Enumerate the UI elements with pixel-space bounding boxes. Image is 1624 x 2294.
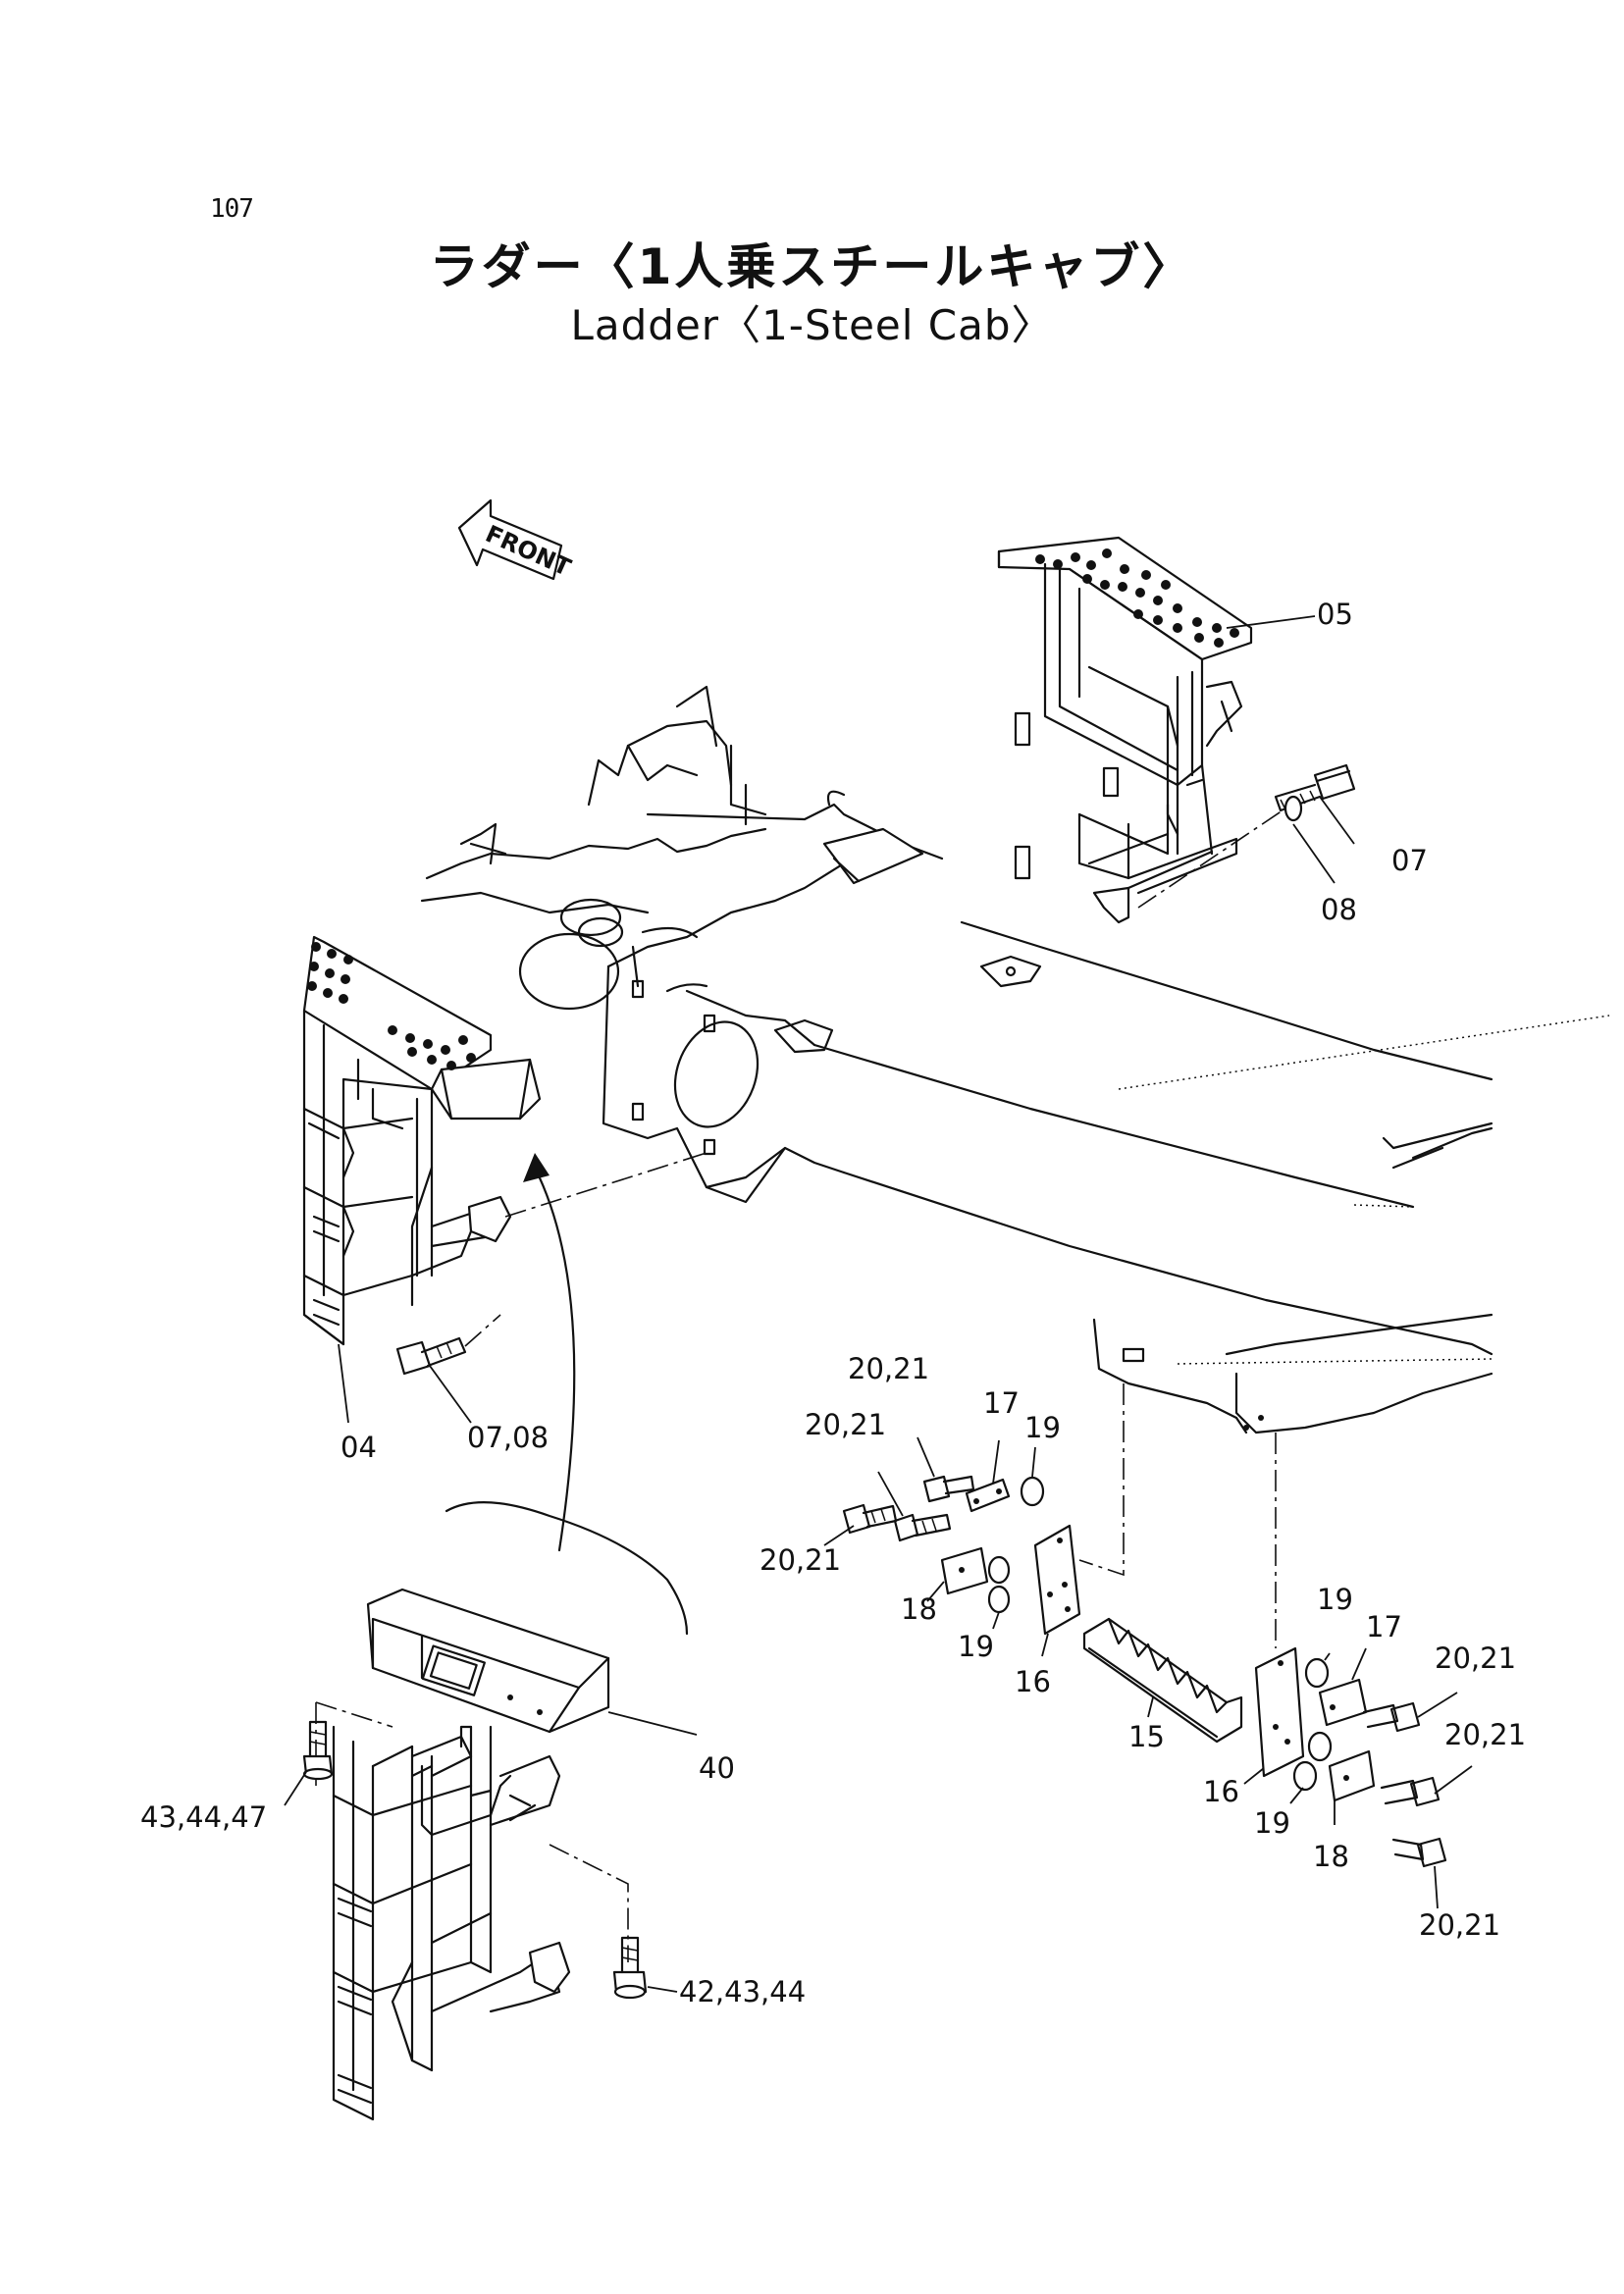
leader-lines	[284, 615, 1473, 1993]
callout-07-08: 07,08	[467, 1421, 549, 1454]
callout-04: 04	[341, 1431, 377, 1464]
callout-19-c: 19	[1317, 1583, 1353, 1616]
bolt-434447	[302, 1720, 334, 1781]
callout-17-a: 17	[983, 1386, 1020, 1420]
callout-20-21-a: 20,21	[848, 1352, 929, 1385]
callout-19-a: 19	[1024, 1411, 1061, 1444]
callout-19-b: 19	[958, 1630, 994, 1663]
callout-43-44-47: 43,44,47	[140, 1800, 267, 1834]
front-arrow-label: FRONT	[482, 520, 576, 582]
bolt-424344	[612, 1936, 648, 2000]
callout-15: 15	[1128, 1720, 1165, 1753]
step-bracket-hardware	[842, 1383, 1447, 1868]
callout-42-43-44: 42,43,44	[679, 1975, 806, 2008]
callout-18-b: 18	[1313, 1840, 1349, 1873]
page-number: 107	[210, 194, 254, 224]
callout-18-a: 18	[901, 1592, 937, 1626]
ladder-05	[997, 536, 1253, 924]
front-arrow-icon: FRONT	[457, 498, 576, 582]
callout-20-21-d: 20,21	[1435, 1642, 1516, 1675]
callout-19-d: 19	[1254, 1806, 1290, 1840]
callout-20-21-b: 20,21	[805, 1408, 886, 1441]
title-japanese: ラダー〈1人乗スチールキャブ〉	[429, 238, 1195, 295]
callout-08: 08	[1321, 893, 1357, 926]
callout-05: 05	[1317, 598, 1353, 631]
washer-08	[1283, 795, 1303, 822]
callout-17-b: 17	[1366, 1610, 1402, 1643]
assembly-arrow	[445, 1153, 689, 1636]
callout-16-b: 16	[1203, 1775, 1239, 1808]
callout-16-a: 16	[1015, 1665, 1051, 1698]
callout-20-21-c: 20,21	[760, 1543, 841, 1577]
callout-20-21-e: 20,21	[1444, 1718, 1526, 1751]
ladder-04	[302, 935, 542, 1346]
bolt-07	[1274, 763, 1356, 812]
machine-frame	[420, 685, 1493, 1434]
ladder-lower	[332, 1725, 571, 2121]
callout-07: 07	[1391, 844, 1428, 877]
title-english: Ladder〈1-Steel Cab〉	[570, 301, 1054, 349]
step-cover-40	[366, 1588, 610, 1734]
callout-40: 40	[699, 1751, 735, 1785]
callout-20-21-f: 20,21	[1419, 1908, 1500, 1942]
